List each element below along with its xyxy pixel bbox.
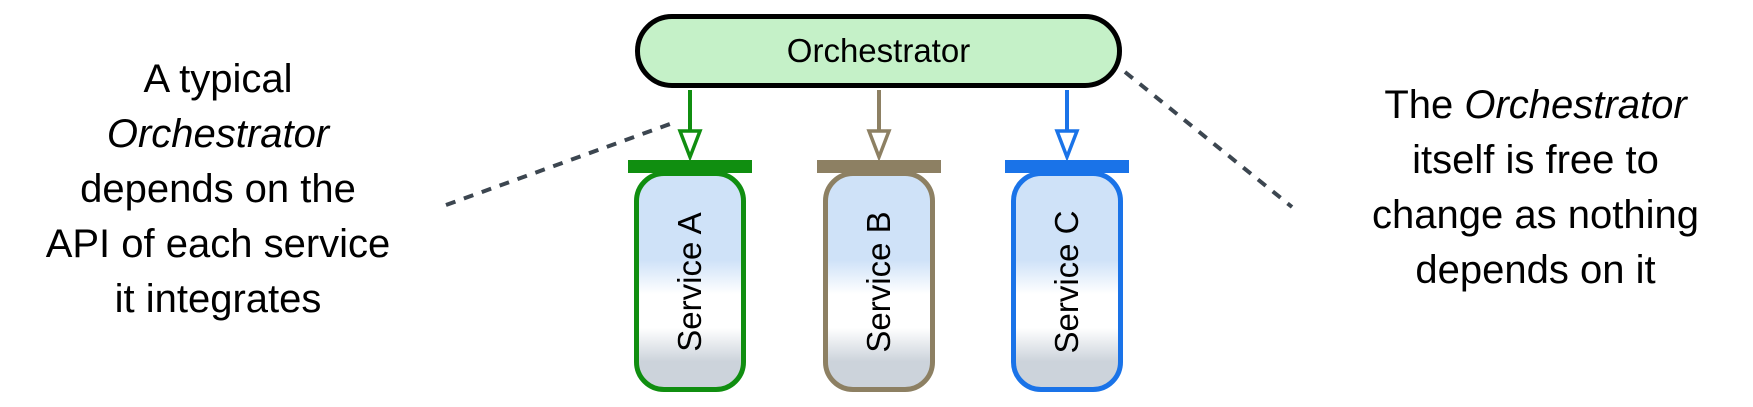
service-c-label: Service C: [1048, 209, 1085, 354]
service-b-label: Service B: [860, 210, 897, 353]
right-annotation-line-4: depends on it: [1415, 248, 1656, 292]
left-annotation-line-2: Orchestrator: [106, 112, 330, 156]
service-c-node: Service C: [1002, 0, 1132, 407]
left-annotation: A typical Orchestrator depends on the AP…: [8, 52, 428, 327]
right-annotation-line-3: change as nothing: [1372, 193, 1699, 237]
left-annotation-line-1: A typical: [143, 57, 293, 101]
service-c-top-bar: [1005, 160, 1129, 173]
arrow-orchestrator-to-service-c-icon: [1054, 90, 1080, 161]
right-annotation-line-1-prefix: The: [1384, 83, 1465, 127]
service-b-pill: Service B: [823, 171, 935, 392]
service-b-node: Service B: [814, 0, 944, 407]
service-a-node: Service A: [625, 0, 755, 407]
right-annotation-line-1-italic: Orchestrator: [1464, 83, 1687, 127]
arrow-orchestrator-to-service-b-icon: [866, 90, 892, 161]
right-annotation-line-2: itself is free to: [1412, 138, 1659, 182]
left-annotation-line-5: it integrates: [114, 277, 322, 321]
service-a-top-bar: [628, 160, 752, 173]
service-b-top-bar: [817, 160, 941, 173]
orchestrator-node: Orchestrator: [635, 14, 1122, 88]
arrow-orchestrator-to-service-a-icon: [677, 90, 703, 161]
dashed-connector-right-icon: [1123, 70, 1294, 209]
left-annotation-line-3: depends on the: [80, 167, 356, 211]
right-annotation-line-1: The Orchestrator: [1318, 78, 1753, 133]
orchestrator-label: Orchestrator: [786, 32, 971, 69]
left-annotation-line-4: API of each service: [45, 222, 391, 266]
service-a-pill: Service A: [634, 171, 746, 392]
service-a-label: Service A: [671, 211, 708, 352]
right-annotation: The Orchestrator itself is free to chang…: [1318, 78, 1753, 298]
service-c-pill: Service C: [1011, 171, 1123, 392]
